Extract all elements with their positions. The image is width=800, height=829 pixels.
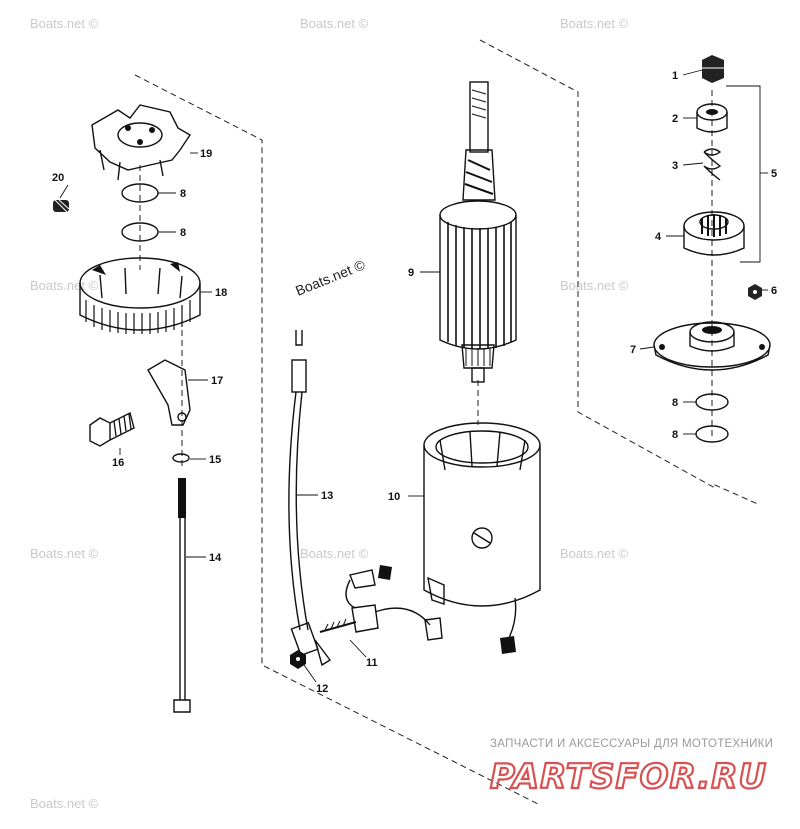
part-label-15: 15 bbox=[209, 454, 221, 466]
watermark: Boats.net © bbox=[30, 278, 99, 293]
part-label-18: 18 bbox=[215, 287, 227, 299]
part-label-2: 2 bbox=[672, 113, 678, 125]
watermark: Boats.net © bbox=[30, 16, 99, 31]
footer-branding: ЗАПЧАСТИ И АКСЕССУАРЫ ДЛЯ МОТОТЕХНИКИ PA… bbox=[489, 738, 773, 798]
leader-lines bbox=[59, 69, 768, 683]
drive-end-cap bbox=[653, 321, 771, 371]
through-bolt bbox=[173, 478, 191, 713]
part-label-3: 3 bbox=[672, 160, 678, 172]
right-assembly-outline bbox=[479, 39, 761, 506]
field-housing bbox=[79, 257, 201, 334]
part-label-6: 6 bbox=[771, 285, 777, 297]
part-label-9: 9 bbox=[408, 267, 414, 279]
watermark: Boats.net © bbox=[300, 16, 369, 31]
part-label-14: 14 bbox=[209, 552, 222, 564]
assembly-guide-lines bbox=[134, 39, 761, 806]
part-label-13: 13 bbox=[321, 490, 333, 502]
small-screw bbox=[53, 199, 70, 213]
center-watermark: Boats.net © bbox=[293, 256, 368, 299]
cable-lead bbox=[288, 330, 332, 667]
watermark: Boats.net © bbox=[300, 546, 369, 561]
part-label-16: 16 bbox=[112, 457, 124, 469]
brand-logo: PARTSFOR.RU bbox=[490, 757, 767, 797]
part-label-11: 11 bbox=[366, 657, 378, 669]
lock-washer bbox=[172, 453, 190, 463]
watermark: Boats.net © bbox=[30, 546, 99, 561]
group-bracket-5 bbox=[726, 85, 761, 263]
footer-tagline: ЗАПЧАСТИ И АКСЕССУАРЫ ДЛЯ МОТОТЕХНИКИ bbox=[490, 738, 773, 750]
part-label-8: 8 bbox=[180, 227, 186, 239]
part-label-1: 1 bbox=[672, 70, 678, 82]
motor-frame bbox=[423, 422, 541, 654]
armature bbox=[439, 81, 517, 383]
brush-assembly bbox=[319, 565, 443, 641]
spring bbox=[703, 148, 722, 181]
part-label-19: 19 bbox=[200, 148, 212, 160]
part-label-20: 20 bbox=[52, 172, 64, 184]
spacer bbox=[696, 103, 728, 133]
small-nut bbox=[748, 284, 762, 300]
mounting-bracket bbox=[147, 359, 191, 426]
part-label-17: 17 bbox=[211, 375, 223, 387]
part-label-4: 4 bbox=[655, 231, 662, 243]
watermark: Boats.net © bbox=[560, 16, 629, 31]
watermark-layer: Boats.net © Boats.net © Boats.net © Boat… bbox=[30, 16, 629, 811]
part-label-12: 12 bbox=[316, 683, 328, 695]
watermark: Boats.net © bbox=[560, 546, 629, 561]
watermark: Boats.net © bbox=[30, 796, 99, 811]
end-cap-plate bbox=[91, 104, 191, 181]
cap-nut bbox=[702, 55, 724, 83]
part-labels: 19 8 8 20 18 17 16 15 14 13 12 11 10 9 1… bbox=[52, 70, 777, 695]
hex-nut bbox=[290, 650, 306, 669]
drive-pinion bbox=[683, 211, 745, 256]
part-label-10: 10 bbox=[388, 491, 400, 503]
part-label-7: 7 bbox=[630, 344, 636, 356]
part-label-8: 8 bbox=[672, 397, 678, 409]
part-label-5: 5 bbox=[771, 168, 777, 180]
part-label-8: 8 bbox=[672, 429, 678, 441]
watermark: Boats.net © bbox=[560, 278, 629, 293]
hex-bolt bbox=[89, 411, 135, 447]
left-assembly-outline bbox=[134, 74, 541, 806]
part-label-8: 8 bbox=[180, 188, 186, 200]
